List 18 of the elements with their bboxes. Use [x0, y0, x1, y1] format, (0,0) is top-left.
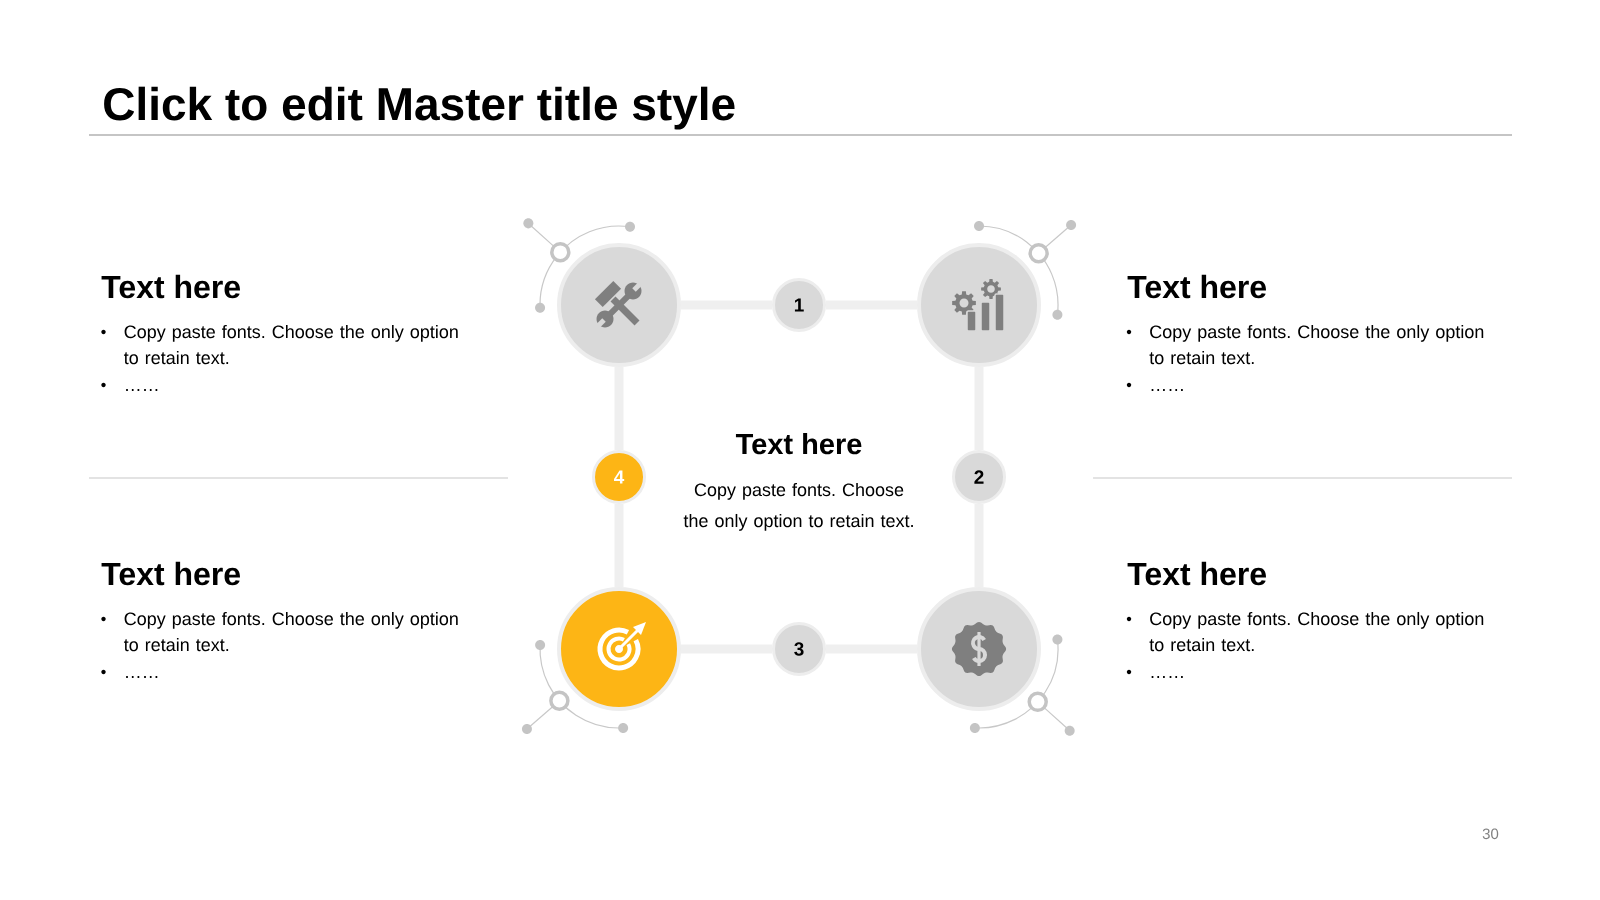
bullet-text: …… [1151, 389, 1183, 391]
slide-title: Click to edit Master title style [104, 86, 735, 130]
heading: Text here [101, 561, 240, 586]
body-text: Copy paste fonts. Choose the only option to retain text. [683, 482, 913, 531]
bullet-text: Copy paste fonts. Choose the only option to retain text. [123, 611, 458, 652]
bullet-text: …… [1151, 676, 1183, 678]
heading: Text here [101, 274, 240, 299]
bullet-text: …… [126, 676, 158, 678]
icon-circle [557, 587, 681, 711]
heading: Text here [1127, 561, 1266, 586]
page-number: 30 [1482, 828, 1499, 840]
bullet-text: …… [126, 389, 158, 391]
heading: Text here [735, 433, 862, 455]
heading: Text here [1127, 274, 1266, 299]
bullet-text: Copy paste fonts. Choose the only option to retain text. [1149, 611, 1484, 652]
bullet-text: Copy paste fonts. Choose the only option to retain text. [123, 324, 458, 365]
icon-circle [557, 243, 681, 367]
bullet-text: Copy paste fonts. Choose the only option to retain text. [1149, 324, 1484, 365]
